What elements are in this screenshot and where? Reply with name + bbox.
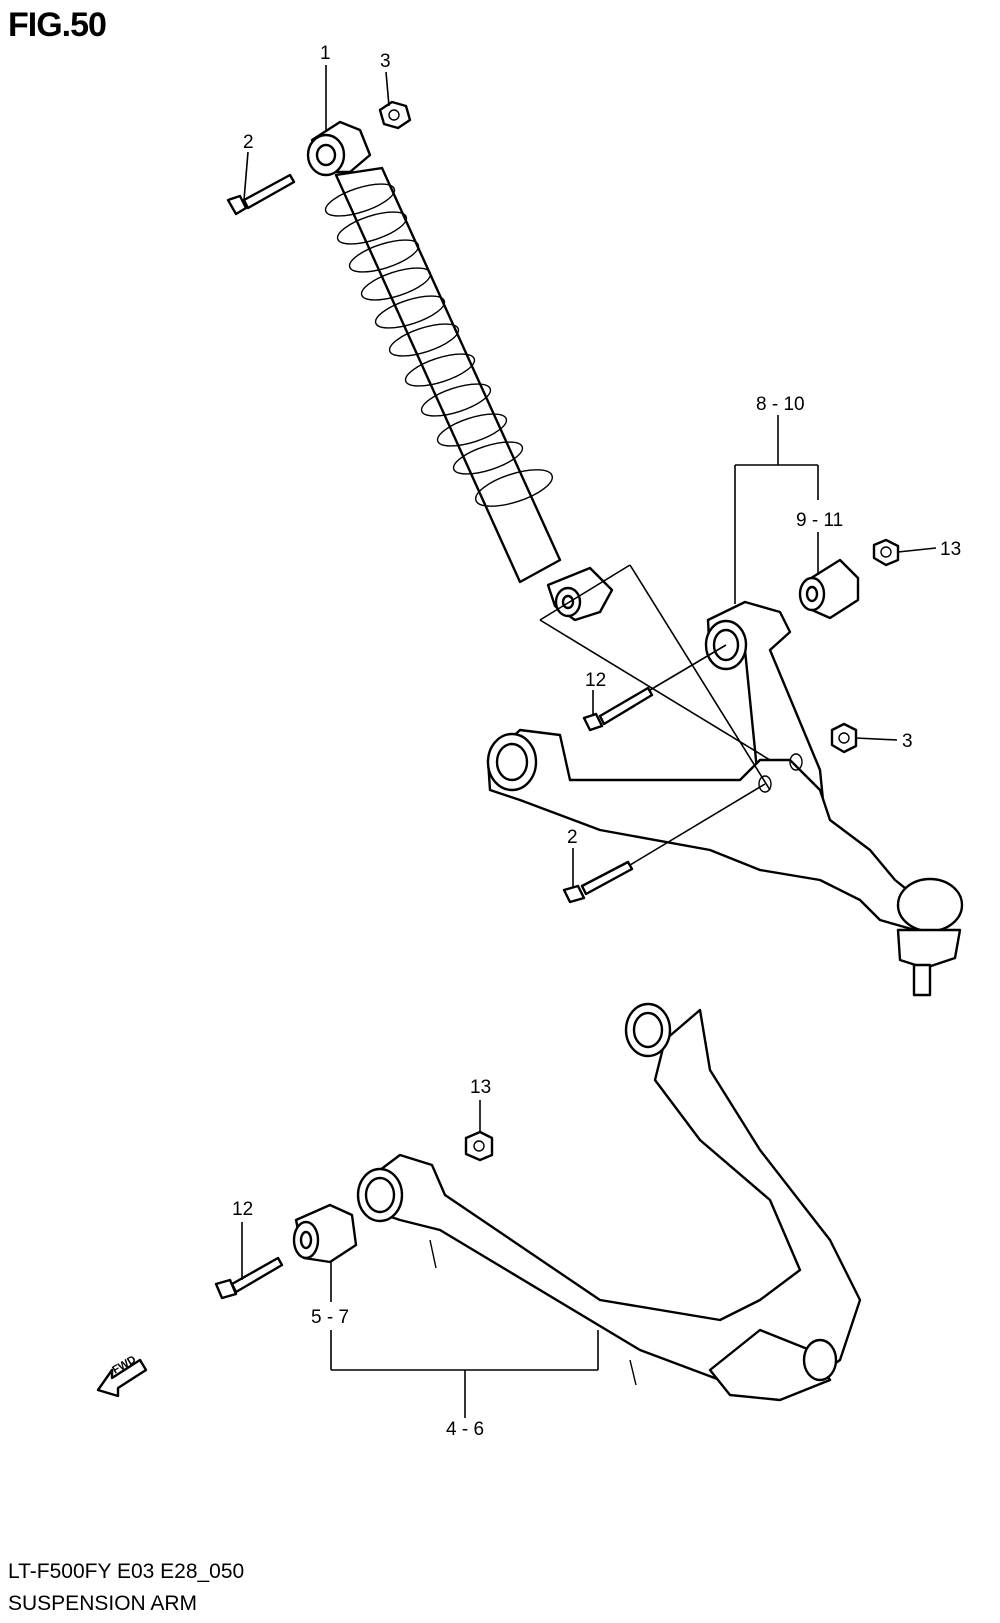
fwd-arrow-icon (96, 1358, 148, 1398)
lower-arm (356, 1002, 862, 1402)
callout-9-11: 9 - 11 (796, 510, 844, 531)
callout-12-mid: 12 (585, 670, 607, 691)
nut-right (872, 538, 900, 567)
upper-arm (486, 600, 964, 997)
bolt-top (226, 173, 296, 216)
shock-absorber (306, 120, 614, 622)
nut-top (378, 100, 412, 130)
model-code: LT-F500FY E03 E28_050 (8, 1560, 245, 1583)
bolt-mid-12 (582, 686, 654, 732)
bushing-lower (292, 1203, 358, 1264)
diagram-caption: SUSPENSION ARM (8, 1592, 198, 1615)
nut-lower (464, 1130, 494, 1162)
bolt-lower-12 (214, 1256, 284, 1300)
callout-13-right: 13 (940, 539, 962, 560)
callout-13-low: 13 (470, 1077, 492, 1098)
callout-5-7: 5 - 7 (311, 1307, 350, 1328)
nut-mid (830, 722, 858, 754)
leader-lines-upper (243, 65, 937, 888)
callout-2-mid: 2 (567, 827, 578, 848)
callout-4-6: 4 - 6 (446, 1419, 485, 1440)
callout-1: 1 (320, 43, 331, 64)
callout-3-top: 3 (380, 51, 391, 72)
bolt-mid-2 (562, 860, 634, 904)
bushing-upper-right (798, 558, 860, 620)
callout-3-mid: 3 (902, 731, 913, 752)
callout-2-top: 2 (243, 132, 254, 153)
leader-lines-lower (241, 1100, 599, 1418)
callout-12-low: 12 (232, 1199, 254, 1220)
figure-title: FIG.50 (8, 6, 107, 44)
callout-8-10: 8 - 10 (756, 394, 805, 415)
